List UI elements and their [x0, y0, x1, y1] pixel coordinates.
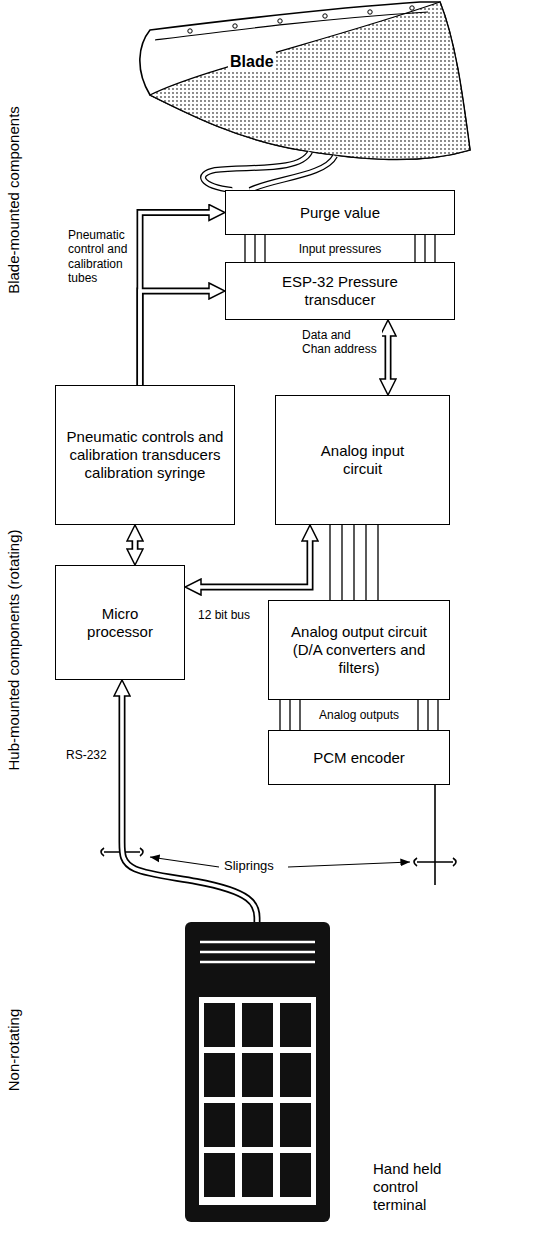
bus-wire	[289, 700, 290, 730]
connector-core	[140, 213, 217, 386]
box-label: Micro processor	[75, 605, 165, 641]
bus-wire	[437, 700, 438, 730]
slipring-label: Sliprings	[222, 858, 276, 874]
bus-wire	[417, 700, 418, 730]
hollow-arrow-connector	[195, 535, 310, 587]
output-circuit-box: Analog output circuit (D/A converters an…	[268, 600, 450, 700]
edge-label: 12 bit bus	[196, 608, 252, 622]
hollow-arrow-connector	[122, 690, 257, 922]
terminal-keys	[204, 1003, 311, 1197]
pressure-ports	[188, 6, 414, 33]
bus-wire	[365, 525, 366, 600]
bus-wire	[434, 235, 435, 262]
hollow-arrow-connector	[140, 291, 215, 385]
connector-core	[193, 533, 310, 587]
encoder-box: PCM encoder	[268, 730, 450, 785]
bus-wire	[329, 525, 330, 600]
hollow-arrow-connector	[140, 213, 215, 386]
bus-wire	[341, 525, 342, 600]
processor-box: Micro processor	[55, 565, 185, 680]
zone-label: Non-rotating	[5, 1007, 23, 1094]
bus-wire	[353, 525, 354, 600]
bus-connector	[280, 700, 438, 730]
pressure-tubes	[203, 152, 335, 190]
box-label: Pneumatic controls and calibration trans…	[65, 428, 225, 482]
control-terminal: Hand held control terminal	[185, 912, 470, 1230]
zone-label: Blade-mounted components	[5, 104, 23, 296]
blade-illustration	[140, 2, 470, 159]
edge-label: RS-232	[64, 748, 109, 762]
terminal-screen	[200, 942, 315, 962]
box-label: Analog output circuit (D/A converters an…	[279, 623, 439, 677]
valve-box: Purge value	[225, 190, 455, 235]
connector-core	[140, 291, 217, 385]
bus-connector	[245, 235, 435, 262]
bus-wire	[414, 235, 415, 262]
blade-label: Blade	[228, 52, 276, 71]
blade-shading	[150, 2, 470, 159]
pneumatic-box: Pneumatic controls and calibration trans…	[55, 385, 235, 525]
bus-wire	[264, 235, 265, 262]
box-label: ESP-32 Pressure transducer	[265, 273, 415, 309]
terminal-label: Hand held control terminal	[373, 1160, 463, 1214]
zone-label: Hub-mounted components (rotating)	[5, 528, 23, 773]
box-label: Analog input circuit	[303, 442, 423, 478]
terminal-keypad	[199, 997, 316, 1205]
bus-connector	[330, 525, 378, 600]
slipring-symbols	[101, 848, 456, 866]
bus-wire	[377, 525, 378, 600]
box-label: PCM encoder	[313, 749, 405, 767]
connector-core	[386, 328, 390, 387]
blade-edge-band	[155, 12, 428, 40]
box-label: Purge value	[300, 204, 380, 222]
edge-label: Analog outputs	[317, 708, 401, 722]
pcm-output-wire	[435, 785, 436, 885]
transducer-box: ESP-32 Pressure transducer	[225, 262, 455, 320]
terminal-illustration	[185, 912, 335, 1228]
bus-wire	[427, 700, 428, 730]
connector-core	[122, 688, 257, 922]
connector-core	[133, 533, 137, 557]
slipring-leaders	[150, 857, 410, 867]
bus-wire	[254, 235, 255, 262]
bus-wire	[424, 235, 425, 262]
input-circuit-box: Analog input circuit	[275, 395, 450, 525]
tube-label: Pneumatic control and calibration tubes	[66, 228, 136, 286]
edge-label: Input pressures	[297, 241, 384, 255]
blade-outline	[140, 2, 470, 159]
bus-wire	[299, 700, 300, 730]
bus-wire	[279, 700, 280, 730]
terminal-body	[185, 922, 330, 1222]
bus-wire	[244, 235, 245, 262]
edge-label: Data and Chan address	[300, 328, 382, 357]
